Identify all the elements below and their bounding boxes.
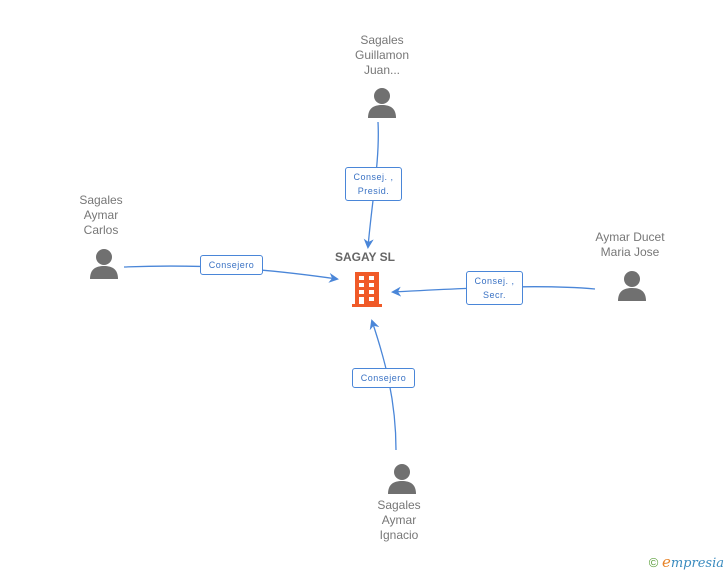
relation-label-ignacio[interactable]: Consejero [352,368,415,388]
company-name[interactable]: SAGAY SL [334,250,396,264]
person-name-guillamon[interactable]: Sagales Guillamon Juan... [354,33,410,77]
relation-label-ducet[interactable]: Consej. , Secr. [466,271,523,305]
relation-label-guillamon[interactable]: Consej. , Presid. [345,167,402,201]
person-name-ignacio[interactable]: Sagales Aymar Ignacio [377,498,421,542]
person-icon[interactable] [387,463,417,495]
empresia-logo: empresia [661,553,724,571]
person-name-carlos[interactable]: Sagales Aymar Carlos [79,193,123,237]
person-name-ducet[interactable]: Aymar Ducet Maria Jose [595,230,665,259]
relation-label-carlos[interactable]: Consejero [200,255,263,275]
copyright-icon: © [648,555,659,570]
building-icon[interactable] [352,272,382,308]
person-icon[interactable] [367,87,397,119]
person-icon[interactable] [89,248,119,280]
footer-brand: © empresia [649,553,724,571]
person-icon[interactable] [617,270,647,302]
